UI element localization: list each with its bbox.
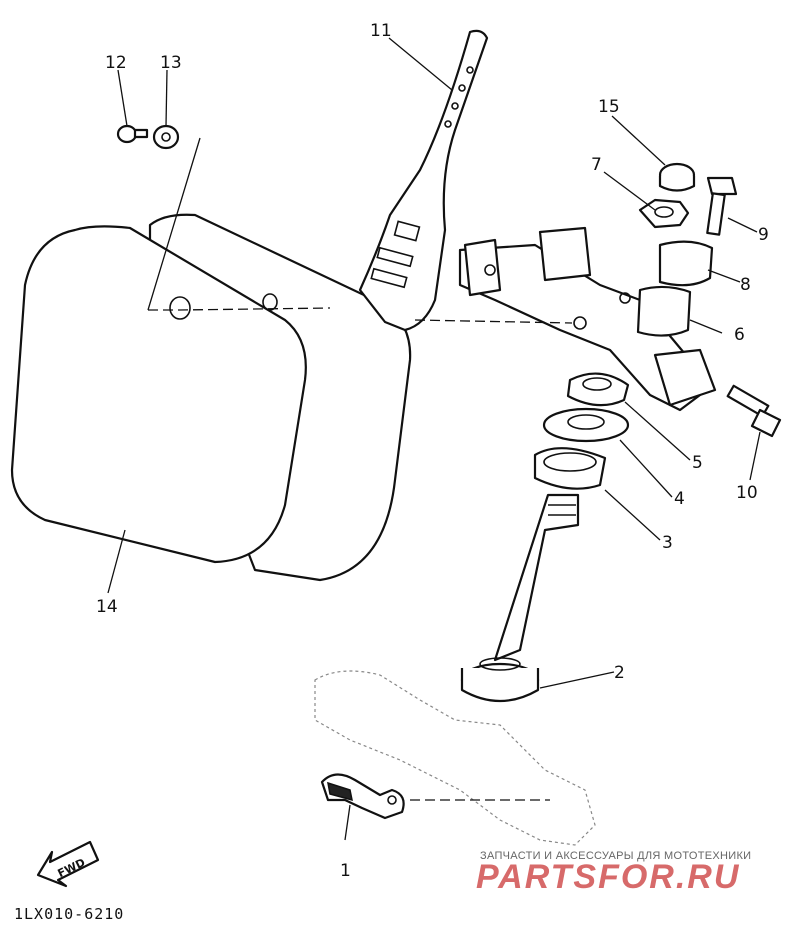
- callout-14: 14: [96, 597, 118, 617]
- leader-lines: [107, 37, 761, 841]
- callout-5: 5: [692, 453, 703, 473]
- bearing-part-3: [533, 447, 607, 490]
- callout-9: 9: [758, 225, 769, 245]
- callout-11: 11: [370, 21, 392, 41]
- callout-3: 3: [662, 533, 673, 553]
- callout-1: 1: [340, 861, 351, 881]
- watermark-logo: PARTSFOR.RU: [476, 858, 741, 896]
- fwd-arrow-icon: FWD: [36, 840, 100, 888]
- callout-13: 13: [160, 53, 182, 73]
- washer-part-13: [152, 124, 180, 150]
- callout-8: 8: [740, 275, 751, 295]
- under-bracket-outline: [314, 670, 596, 846]
- seal-part-4: [542, 407, 630, 443]
- assembly-lines: [148, 307, 573, 801]
- bolt-part-9: [706, 176, 738, 236]
- bolt-part-10: [726, 384, 782, 438]
- callout-2: 2: [614, 663, 625, 683]
- number-plate-part-14: [10, 213, 412, 582]
- callout-15: 15: [598, 97, 620, 117]
- callout-12: 12: [105, 53, 127, 73]
- plate-bracket-part-11: [358, 29, 489, 332]
- upper-bracket-part-6: [458, 226, 717, 412]
- ring-nut-part-5: [566, 372, 630, 407]
- nut-part-7: [638, 198, 690, 229]
- callout-10: 10: [736, 483, 758, 503]
- bearing-part-2: [460, 657, 540, 703]
- steering-stem: [493, 493, 580, 662]
- handlebar-holder-part-8: [636, 240, 714, 337]
- callout-7: 7: [591, 155, 602, 175]
- watermark-caption: ЗАПЧАСТИ И АКСЕССУАРЫ ДЛЯ МОТОТЕХНИКИ: [480, 850, 752, 862]
- drawing-code: 1LX010-6210: [14, 905, 125, 923]
- screw-part-12: [116, 124, 149, 144]
- callout-4: 4: [674, 489, 685, 509]
- cap-part-15: [658, 162, 696, 192]
- callout-6: 6: [734, 325, 745, 345]
- cable-guide-part-1: [320, 773, 405, 820]
